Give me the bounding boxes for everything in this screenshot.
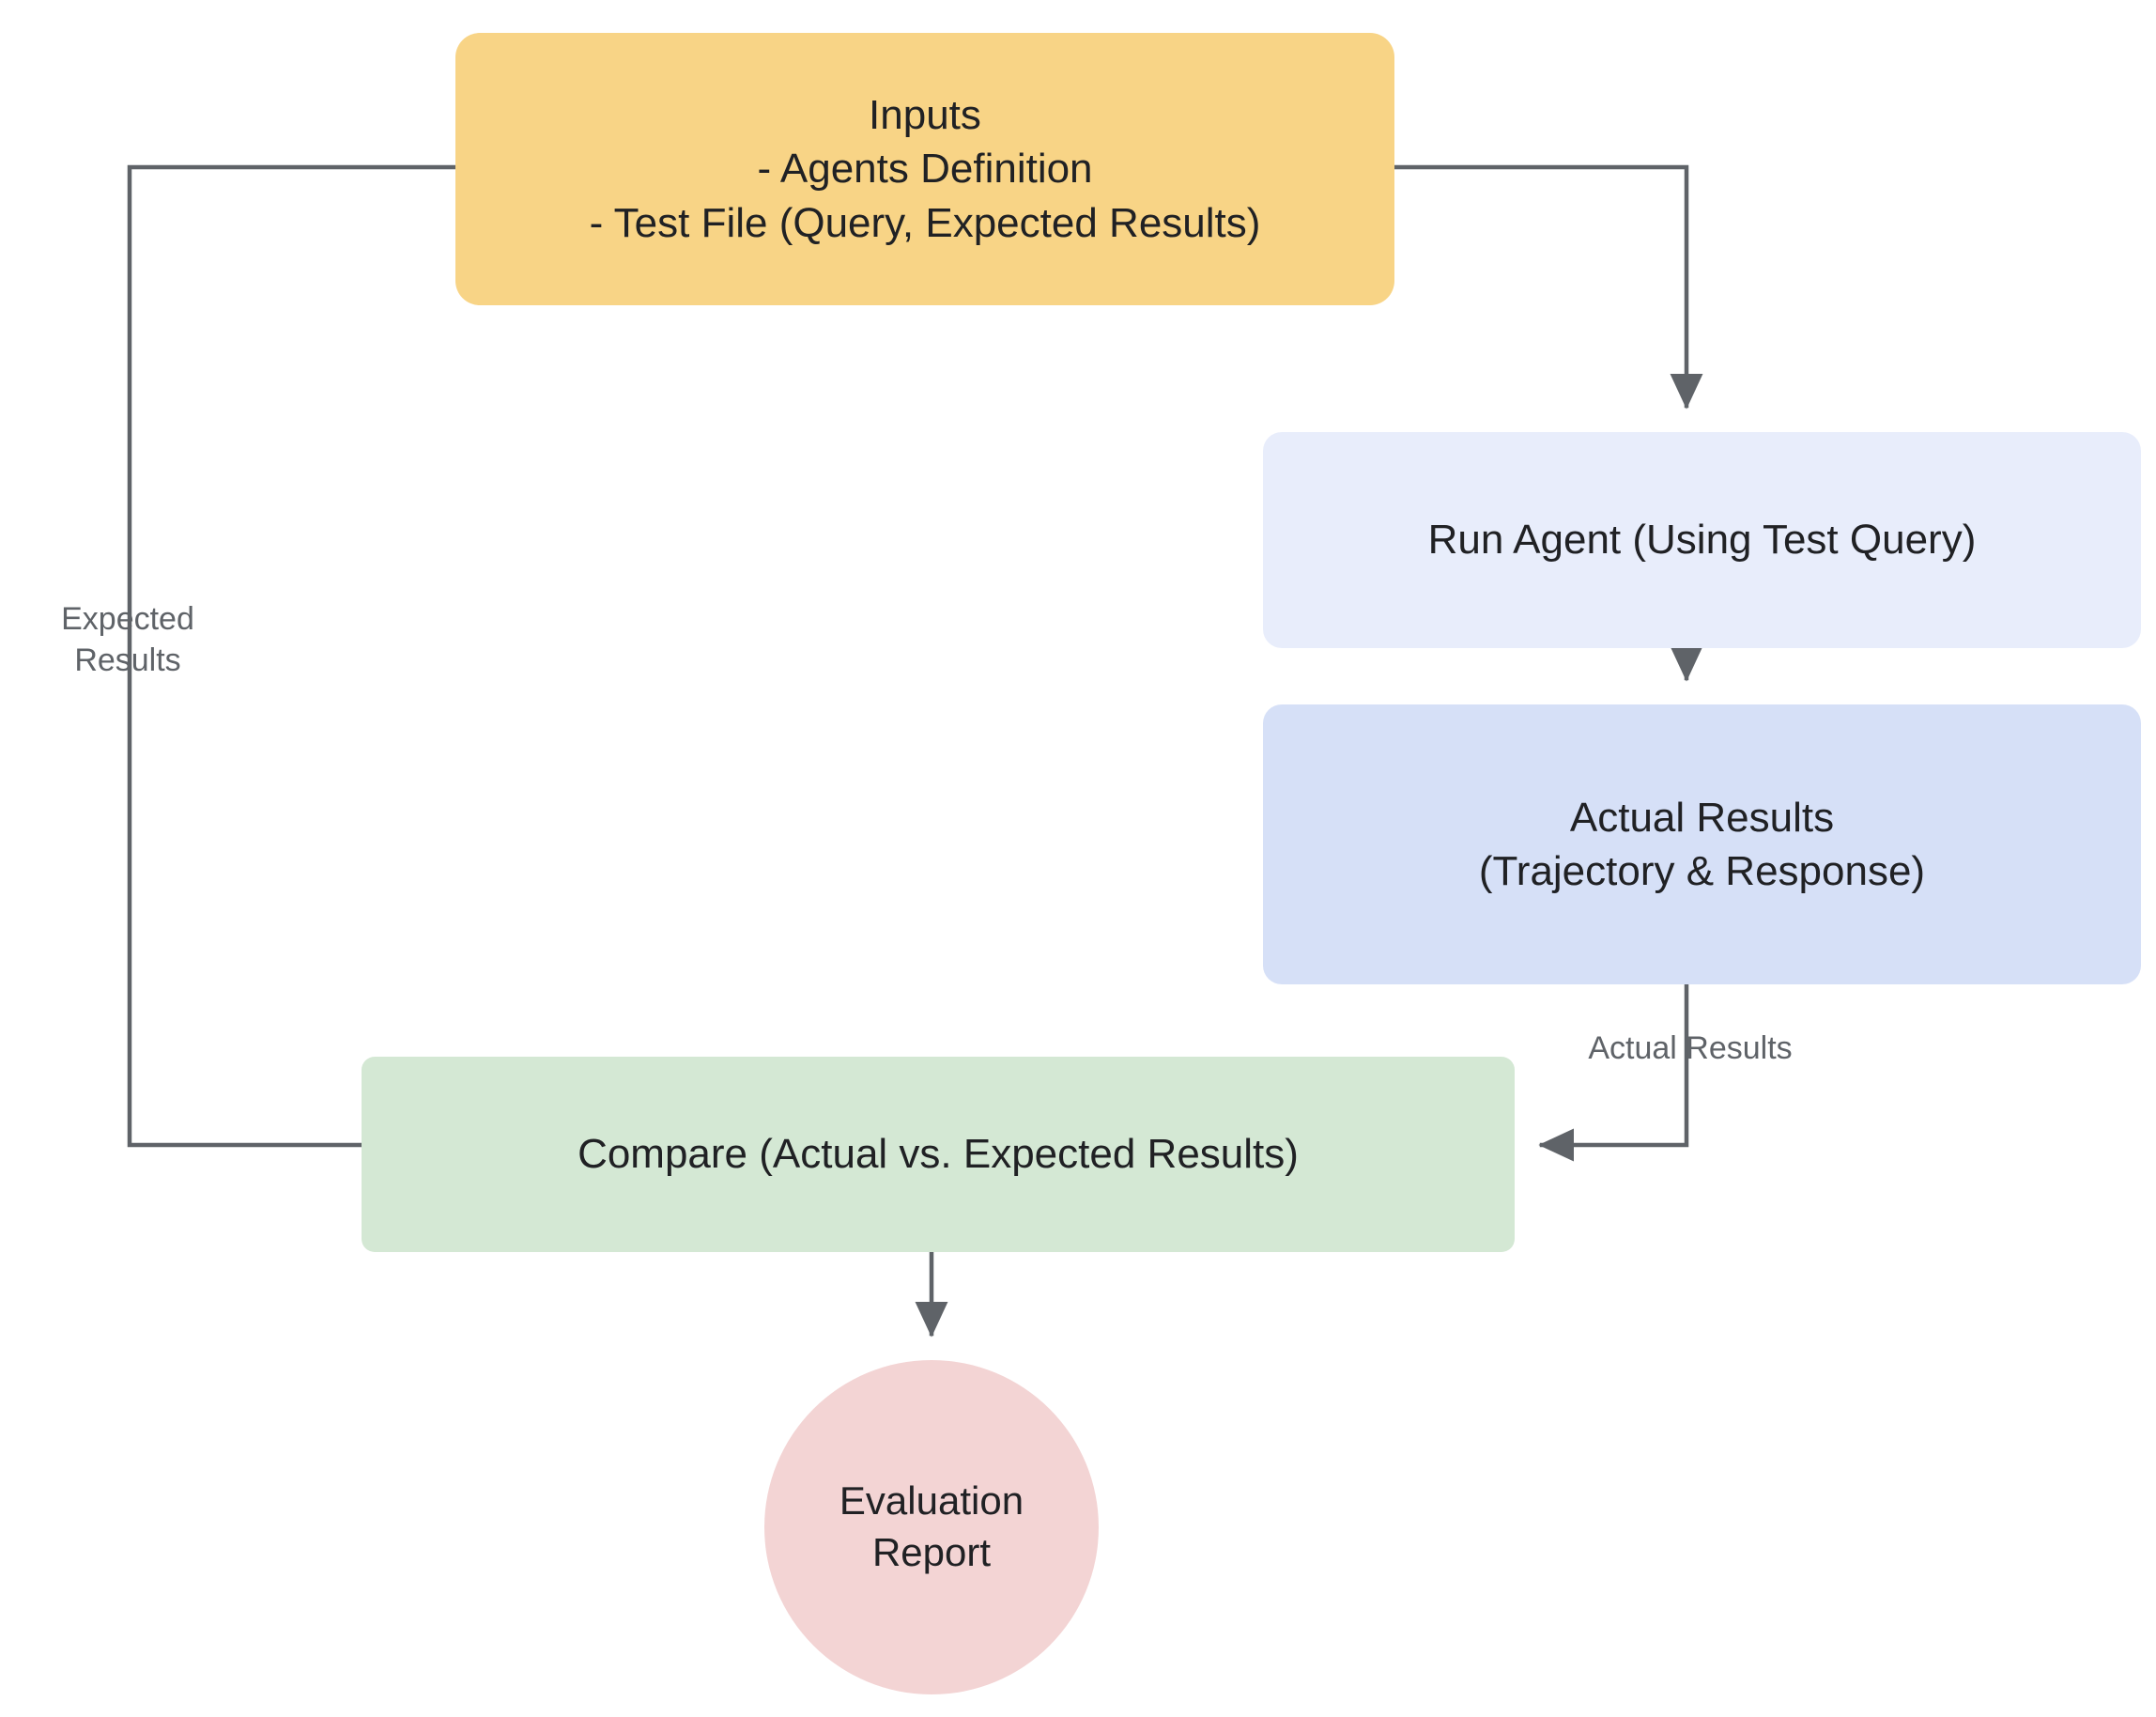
edge-label-expected-results: Expected Results bbox=[61, 601, 194, 678]
node-inputs[interactable]: Inputs - Agents Definition - Test File (… bbox=[455, 33, 1394, 305]
node-compare[interactable]: Compare (Actual vs. Expected Results) bbox=[362, 1057, 1515, 1252]
edge-inputs-to-compare bbox=[127, 164, 1493, 1162]
node-actual-results[interactable]: Actual Results (Trajectory & Response) bbox=[1263, 704, 2141, 984]
node-evaluation-report[interactable]: Evaluation Report bbox=[764, 1360, 1099, 1694]
edge-label-actual-results: Actual Results bbox=[1588, 1030, 1793, 1066]
edge-inputs-to-run-agent bbox=[1392, 164, 1703, 410]
node-run-agent[interactable]: Run Agent (Using Test Query) bbox=[1263, 432, 2141, 648]
